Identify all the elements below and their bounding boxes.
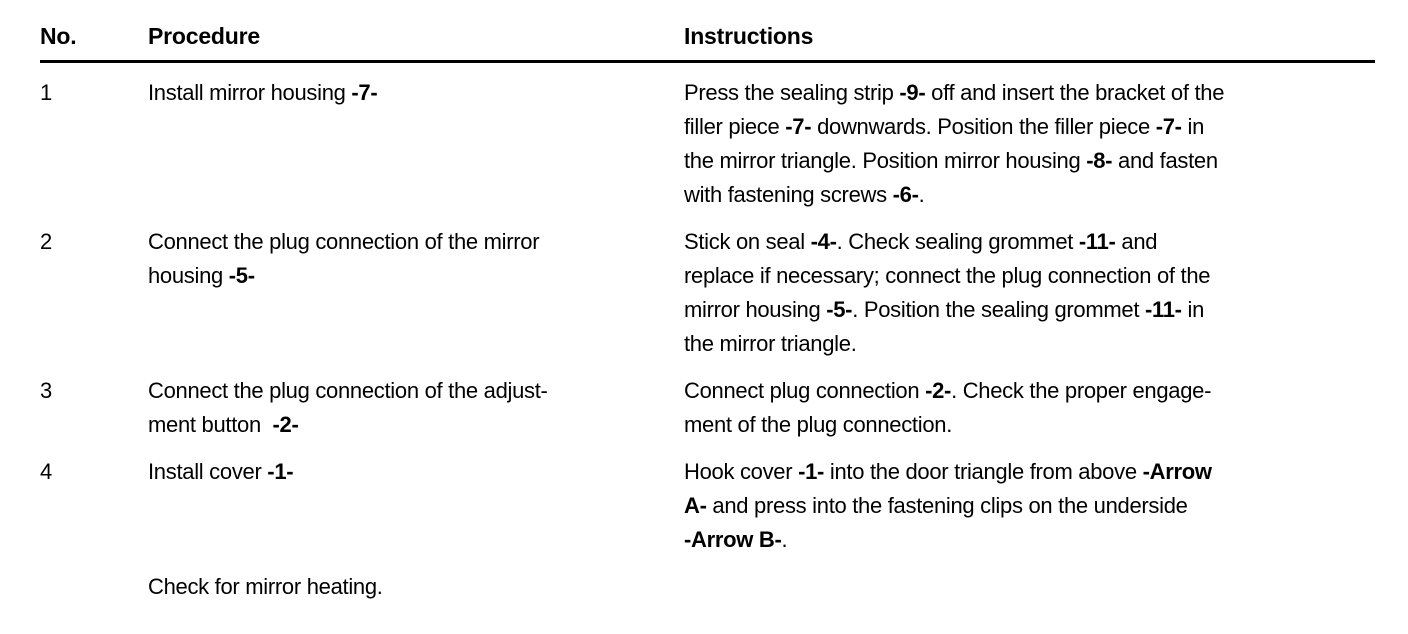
column-header-instructions: Instructions: [684, 23, 814, 49]
procedure-cell: Install mirror housing -7-: [148, 80, 378, 105]
column-header-no: No.: [40, 23, 77, 49]
table-row: Check for mirror heating.: [40, 570, 1375, 604]
table-row: 4 Install cover -1- Hook cover -1- into …: [40, 455, 1375, 557]
instructions-cell: Press the sealing strip -9- off and inse…: [684, 80, 1225, 207]
row-number: 2: [40, 229, 52, 254]
table-row: 2 Connect the plug connection of the mir…: [40, 225, 1375, 361]
procedure-cell: Check for mirror heating.: [148, 574, 383, 599]
instructions-cell: Connect plug connection -2-. Check the p…: [684, 378, 1212, 437]
row-number: 3: [40, 378, 52, 403]
row-number: 1: [40, 80, 52, 105]
column-header-procedure: Procedure: [148, 23, 260, 49]
table-row: 1 Install mirror housing -7- Press the s…: [40, 76, 1375, 212]
row-number: 4: [40, 459, 52, 484]
instructions-cell: Hook cover -1- into the door triangle fr…: [684, 459, 1212, 552]
procedure-cell: Install cover -1-: [148, 459, 294, 484]
procedure-cell: Connect the plug connection of the mirro…: [148, 229, 540, 288]
instructions-cell: Stick on seal -4-. Check sealing grommet…: [684, 229, 1211, 356]
table-header: No. Procedure Instructions: [40, 22, 1375, 63]
table-body: 1 Install mirror housing -7- Press the s…: [40, 76, 1375, 604]
procedure-cell: Connect the plug connection of the adjus…: [148, 378, 548, 437]
table-row: 3 Connect the plug connection of the adj…: [40, 374, 1375, 442]
procedure-table: No. Procedure Instructions 1 Install mir…: [40, 22, 1375, 604]
